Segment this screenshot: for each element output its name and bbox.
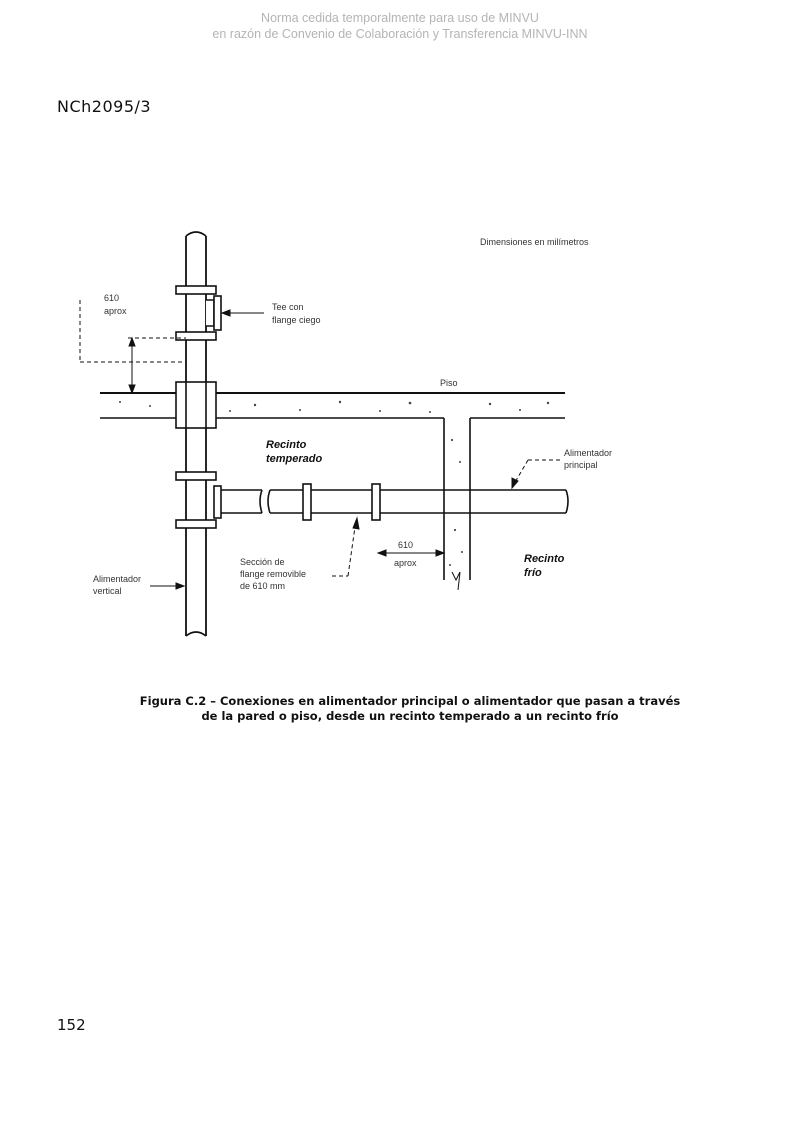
- document-code: NCh2095/3: [57, 97, 152, 116]
- tee-blind-flange: [206, 295, 222, 331]
- horizontal-pipe: [267, 489, 569, 514]
- cold-room-label-line-2: frío: [524, 567, 542, 579]
- floor-label: Piso: [440, 378, 458, 388]
- watermark: Norma cedida temporalmente para uso de M…: [0, 10, 800, 42]
- removable-label-line-3: de 610 mm: [240, 581, 285, 591]
- caption-line-2: de la pared o piso, desde un recinto tem…: [201, 709, 619, 723]
- page-number: 152: [57, 1016, 86, 1034]
- removable-leader: [332, 516, 360, 577]
- dim-top-value: 610: [104, 293, 119, 303]
- watermark-line-1: Norma cedida temporalmente para uso de M…: [261, 11, 539, 25]
- figure-caption: Figura C.2 – Conexiones en alimentador p…: [100, 694, 720, 724]
- tee-leader: [220, 309, 264, 317]
- wall: [443, 418, 471, 591]
- main-feed-label-line-2: principal: [564, 460, 598, 470]
- warm-room-label-line-1: Recinto: [266, 439, 307, 451]
- removable-label-line-1: Sección de: [240, 557, 285, 567]
- tee-label-line-2: flange ciego: [272, 315, 321, 325]
- dimension-top: [79, 300, 186, 395]
- dim-top-unit: aprox: [104, 306, 127, 316]
- branch-tee: [213, 485, 263, 519]
- dimension-wall: [376, 549, 446, 557]
- dim-wall-value: 610: [398, 540, 413, 550]
- main-feed-leader: [511, 459, 560, 490]
- vertical-feed-leader: [150, 582, 186, 590]
- dim-wall-unit: aprox: [394, 558, 417, 568]
- horizontal-flanges: [302, 483, 381, 521]
- cold-room-label-line-1: Recinto: [524, 553, 565, 565]
- vertical-flanges: [175, 285, 217, 529]
- floor-slab: [100, 392, 565, 419]
- main-feed-label-line-1: Alimentador: [564, 448, 612, 458]
- tee-label-line-1: Tee con: [272, 302, 304, 312]
- warm-room-label-line-2: temperado: [266, 453, 323, 465]
- removable-label-line-2: flange removible: [240, 569, 306, 579]
- vertical-feed-label-line-2: vertical: [93, 586, 122, 596]
- dimensions-note: Dimensiones en milímetros: [480, 237, 589, 247]
- vertical-feed-label-line-1: Alimentador: [93, 574, 141, 584]
- watermark-line-2: en razón de Convenio de Colaboración y T…: [212, 27, 588, 41]
- caption-line-1: Figura C.2 – Conexiones en alimentador p…: [139, 694, 681, 708]
